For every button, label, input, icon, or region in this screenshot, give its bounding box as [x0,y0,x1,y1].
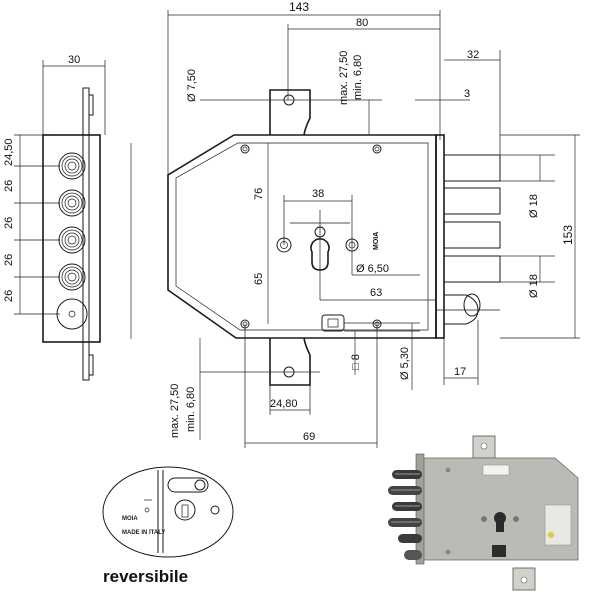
detail-small-text: MADE IN ITALY [122,530,165,536]
small-hole-label: Ø 6,50 [356,263,389,275]
product-photo [388,435,579,591]
side-24-50-label: 24,50 [3,138,15,166]
side-view: 30 [3,54,132,381]
side-26-c-label: 26 [3,254,15,266]
faceplate-thickness-label: 3 [464,88,470,100]
front-view: 143 80 Ø 7,50 max. 27,50 min. 6,80 [167,0,580,448]
detail-brand: MOIA [122,516,138,522]
side-26-d-label: 26 [3,290,15,302]
bottom-min-label: min. 6,80 [185,387,197,432]
lower-hole-label: Ø 5,30 [399,347,411,380]
lower-69-label: 69 [303,431,315,443]
side-26-a-label: 26 [3,180,15,192]
bottom-max-label: max. 27,50 [169,384,181,438]
vertical-65-label: 65 [253,273,265,285]
top-min-label: min. 6,80 [352,55,364,100]
lower-24-80-label: 24,80 [270,398,298,410]
bolt-diameter-upper-label: Ø 18 [528,194,540,218]
photo-bolts [388,470,422,560]
brand-mark: MOIA [373,232,380,250]
overall-height-label: 153 [561,225,575,245]
cylinder-spacing-label: 38 [312,188,324,200]
overall-width-label: 143 [289,0,309,14]
center-width-label: 80 [356,17,368,29]
bolt-projection-label: 32 [467,49,479,61]
top-hole-label: Ø 7,50 [186,69,198,102]
reversible-caption: reversibile [103,567,188,586]
horizontal-63-label: 63 [370,287,382,299]
top-max-label: max. 27,50 [338,51,350,105]
front-bolts [443,154,501,325]
vertical-76-label: 76 [253,188,265,200]
reversible-detail: MOIA MADE IN ITALY reversibile [102,466,234,586]
lower-17-label: 17 [454,366,466,378]
side-width-label: 30 [68,54,80,66]
square-8-label: □ 8 [350,354,362,370]
side-26-b-label: 26 [3,217,15,229]
bolt-diameter-lower-label: Ø 18 [528,274,540,298]
